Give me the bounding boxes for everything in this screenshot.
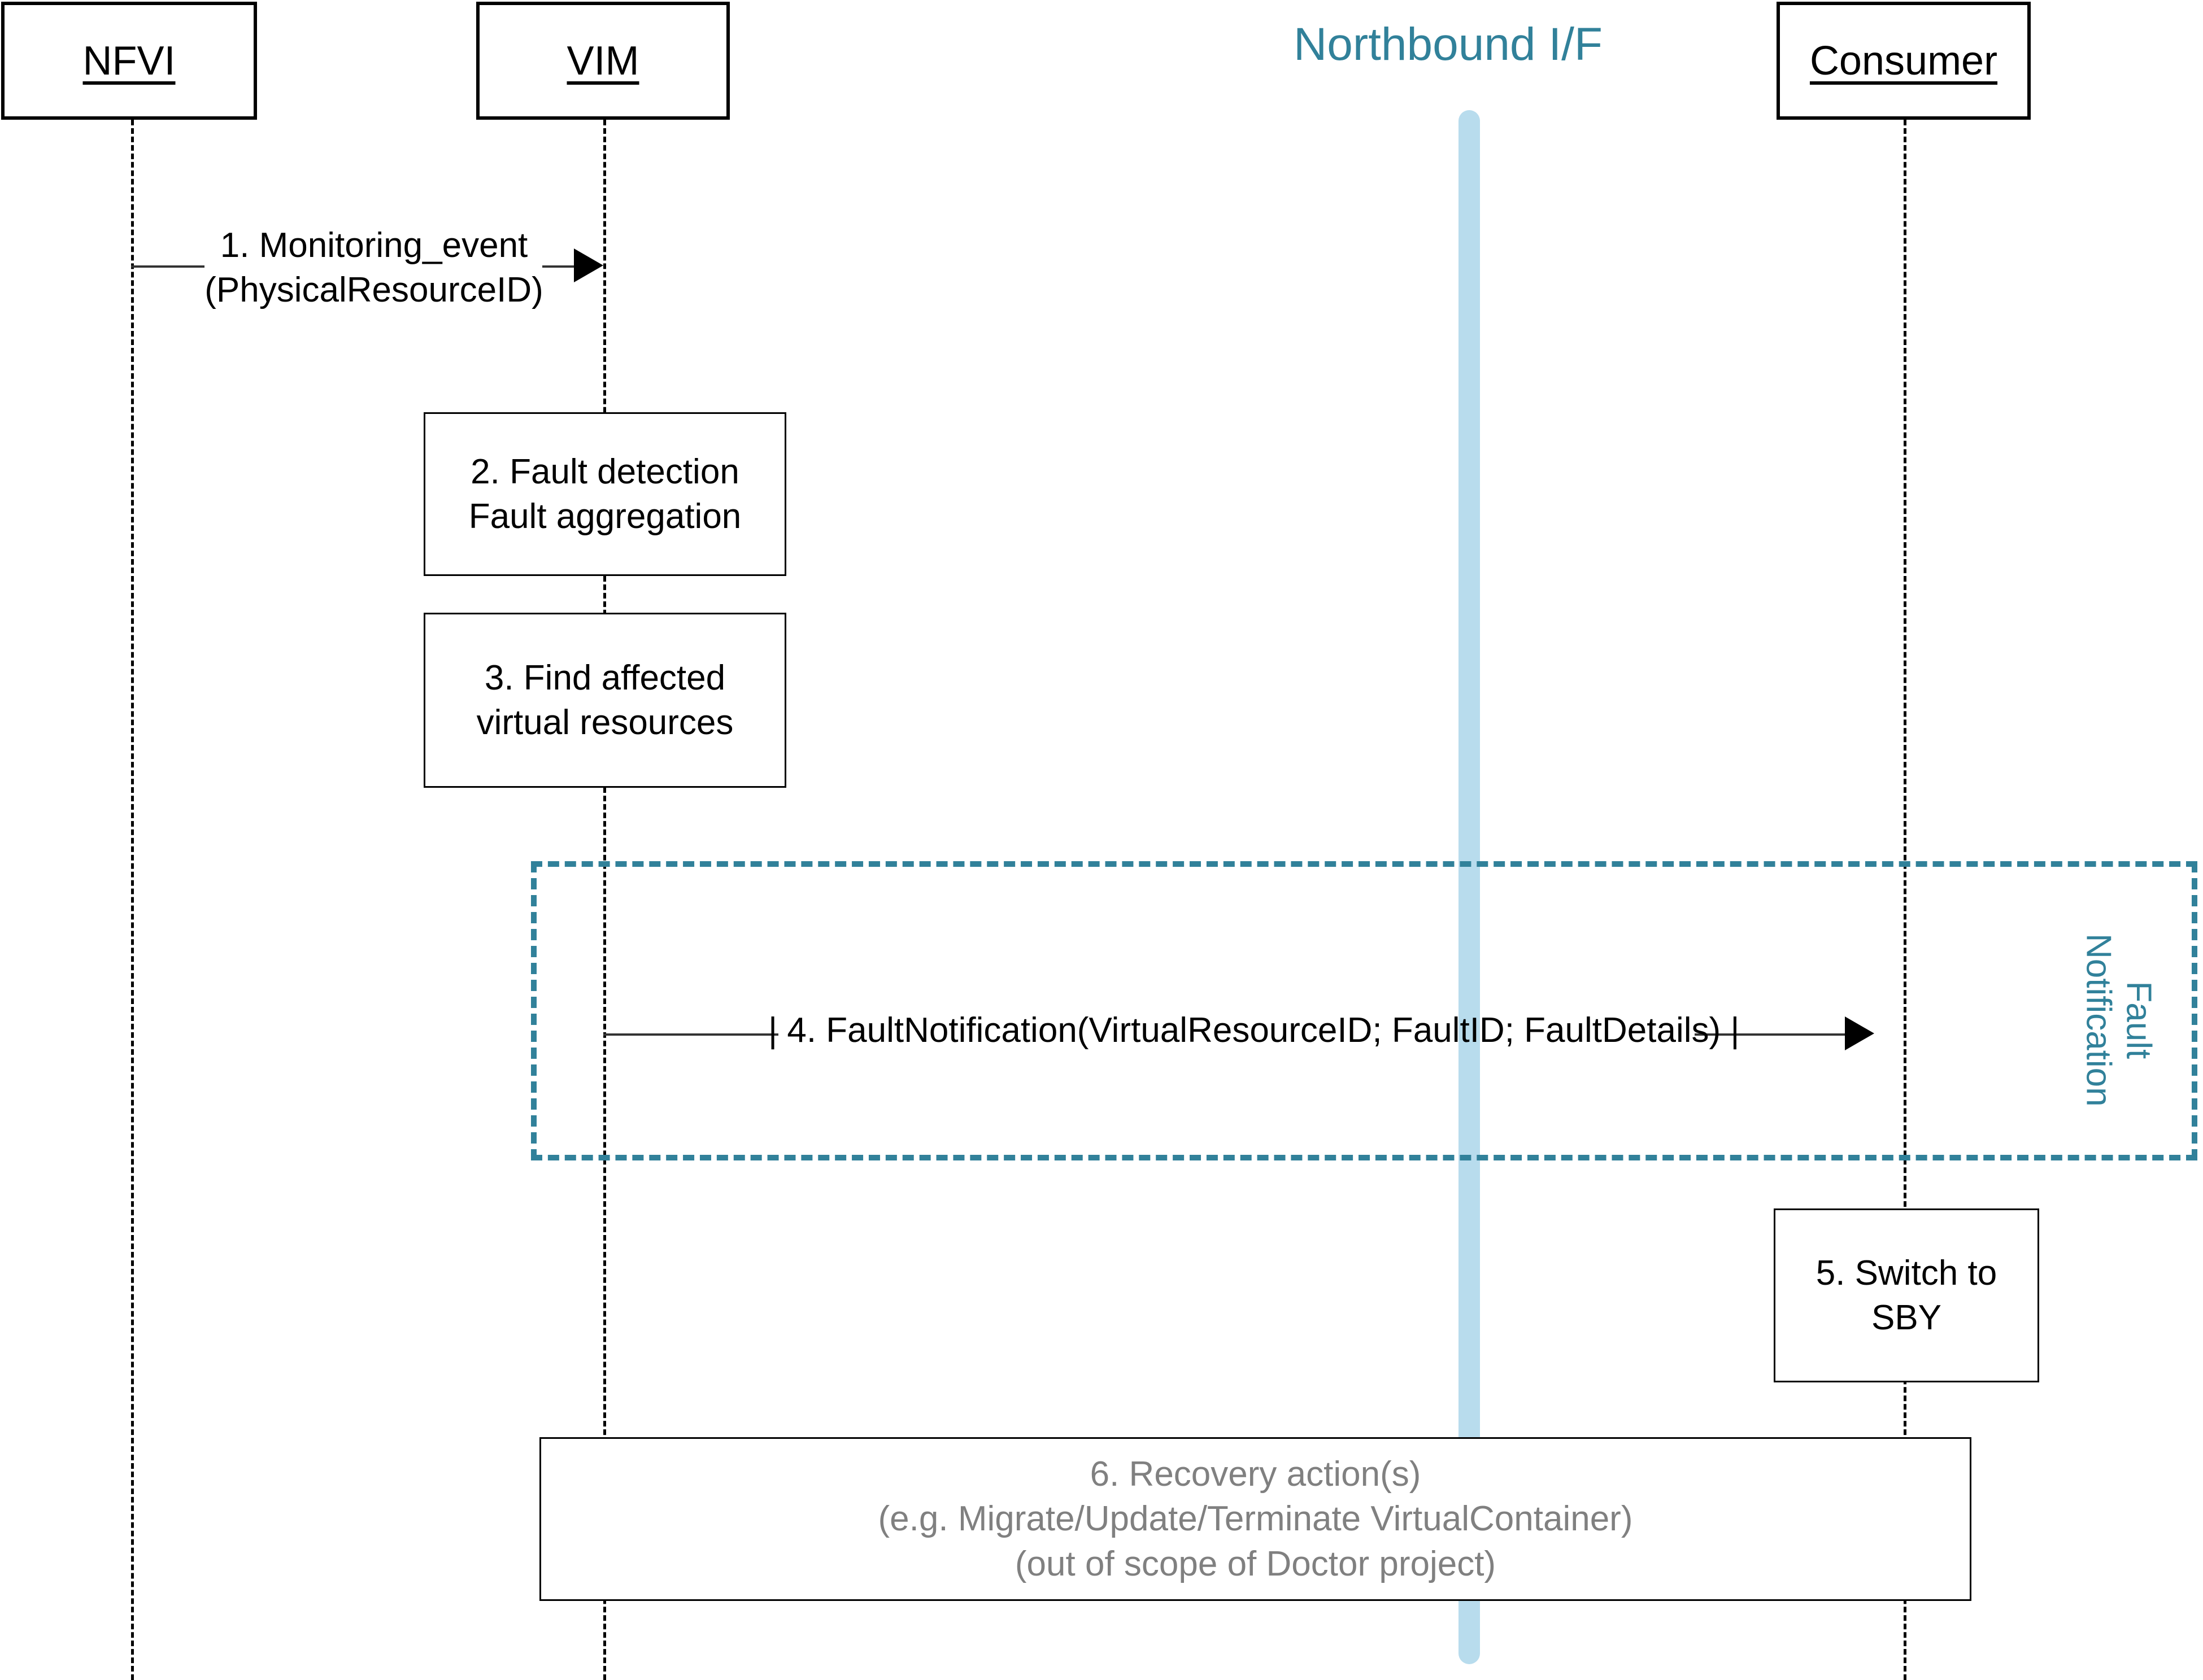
- note-box-recovery-actions[interactable]: 6. Recovery action(s) (e.g. Migrate/Upda…: [539, 1437, 1971, 1601]
- lifeline-header-nfvi-label: NFVI: [82, 38, 176, 84]
- note-box-recovery-actions-line2: (e.g. Migrate/Update/Terminate VirtualCo…: [878, 1499, 1633, 1539]
- activity-box-find-affected-resources-line1: 3. Find affected: [484, 658, 726, 697]
- fragment-fault-notification-label: Fault Notification: [2078, 867, 2159, 1172]
- message-1-label-line1: 1. Monitoring_event: [220, 226, 528, 265]
- lifeline-header-consumer[interactable]: Consumer: [1777, 2, 2031, 120]
- message-4-label-line1: | 4. FaultNotification(VirtualResourceID…: [768, 1011, 1740, 1050]
- lifeline-header-vim-label: VIM: [567, 38, 639, 84]
- fragment-label-line1: Fault: [2119, 981, 2158, 1059]
- activity-box-find-affected-resources[interactable]: 3. Find affected virtual resources: [424, 613, 786, 788]
- fragment-fault-notification: [531, 861, 2197, 1160]
- activity-box-fault-detection-line2: Fault aggregation: [468, 497, 742, 536]
- northbound-interface-title: Northbound I/F: [1294, 19, 1603, 70]
- activity-box-fault-detection[interactable]: 2. Fault detection Fault aggregation: [424, 412, 786, 576]
- lifeline-header-vim[interactable]: VIM: [476, 2, 730, 120]
- activity-box-find-affected-resources-line2: virtual resources: [476, 703, 734, 742]
- message-1-label-line2: (PhysicalResourceID): [204, 270, 543, 310]
- message-1-line-left: [131, 265, 204, 268]
- message-4-label: | 4. FaultNotification(VirtualResourceID…: [768, 1008, 1740, 1053]
- lifeline-header-nfvi[interactable]: NFVI: [1, 2, 257, 120]
- message-4-arrowhead: [1845, 1016, 1874, 1050]
- activity-box-switch-to-sby-line2: SBY: [1871, 1298, 1942, 1337]
- activity-box-fault-detection-line1: 2. Fault detection: [471, 452, 739, 491]
- lifeline-consumer: [1904, 120, 1906, 1680]
- message-4-line-left: [603, 1033, 778, 1036]
- message-1-label: 1. Monitoring_event (PhysicalResourceID): [176, 223, 572, 313]
- message-1-line-right: [542, 265, 576, 268]
- activity-box-switch-to-sby[interactable]: 5. Switch to SBY: [1774, 1208, 2039, 1382]
- lifeline-header-consumer-label: Consumer: [1809, 38, 1998, 84]
- message-1-arrowhead: [574, 248, 603, 282]
- activity-box-switch-to-sby-line1: 5. Switch to: [1815, 1253, 1997, 1293]
- message-4-line-right: [1695, 1033, 1847, 1036]
- note-box-recovery-actions-line1: 6. Recovery action(s): [1090, 1454, 1421, 1494]
- northbound-interface-band: [1458, 110, 1480, 1664]
- lifeline-nfvi: [131, 120, 134, 1680]
- note-box-recovery-actions-line3: (out of scope of Doctor project): [1015, 1544, 1496, 1583]
- fragment-label-line2: Notification: [2079, 933, 2118, 1107]
- lifeline-vim: [603, 120, 606, 1680]
